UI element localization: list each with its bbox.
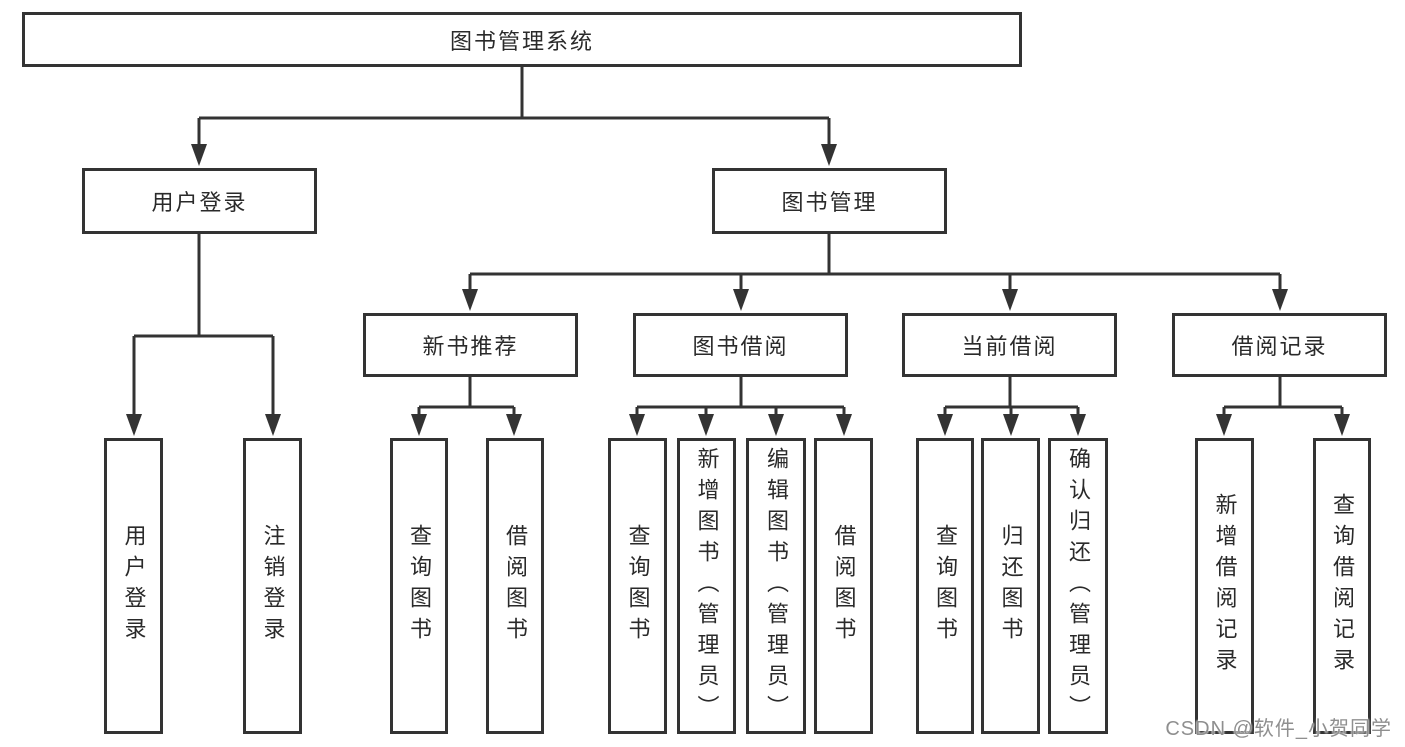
arrow-down-icon — [411, 414, 427, 436]
connector-current-borrowing-branch — [943, 375, 1080, 416]
leaf-nbr-borrow-books-label: 借阅图书 — [503, 524, 528, 648]
leaf-cb-confirm-return-admin: 确认归还（管理员） — [1048, 438, 1108, 734]
arrow-down-icon — [1002, 289, 1018, 311]
connector-user-login-branch — [132, 234, 275, 416]
arrow-down-icon — [821, 144, 837, 166]
node-current-borrowing: 当前借阅 — [902, 313, 1117, 377]
arrow-down-icon — [629, 414, 645, 436]
connector-book-management-branch — [468, 234, 1282, 291]
leaf-nbr-query-books: 查询图书 — [390, 438, 448, 734]
node-root: 图书管理系统 — [22, 12, 1022, 67]
connector-new-book-rec-branch — [417, 375, 516, 416]
connector-root-to-level2 — [197, 67, 831, 146]
connector-paths — [132, 67, 1344, 416]
leaf-br-query-borrow-record-label: 查询借阅记录 — [1330, 493, 1355, 679]
arrow-down-icon — [1003, 414, 1019, 436]
node-book-management: 图书管理 — [712, 168, 947, 234]
arrow-down-icon — [1334, 414, 1350, 436]
leaf-user-login: 用户登录 — [104, 438, 163, 734]
leaf-cb-confirm-return-admin-label: 确认归还（管理员） — [1066, 446, 1091, 726]
leaf-cb-return-books-label: 归还图书 — [998, 524, 1024, 648]
arrow-down-icon — [1070, 414, 1086, 436]
connector-borrowing-records-branch — [1222, 375, 1344, 416]
csdn-watermark: CSDN @软件_小贺同学 — [1165, 718, 1392, 740]
leaf-bb-borrow-books: 借阅图书 — [814, 438, 873, 734]
node-new-book-recommend: 新书推荐 — [363, 313, 578, 377]
arrow-down-icon — [265, 414, 281, 436]
leaf-nbr-borrow-books: 借阅图书 — [486, 438, 544, 734]
leaf-cb-return-books: 归还图书 — [981, 438, 1040, 734]
arrow-down-icon — [462, 289, 478, 311]
node-root-label: 图书管理系统 — [449, 28, 594, 54]
arrow-down-icon — [768, 414, 784, 436]
node-book-management-label: 图书管理 — [781, 190, 878, 215]
leaf-bb-edit-book-admin: 编辑图书（管理员） — [746, 438, 806, 734]
node-new-book-recommend-label: 新书推荐 — [422, 334, 519, 359]
leaf-user-login-label: 用户登录 — [121, 524, 147, 648]
node-borrowing-records-label: 借阅记录 — [1231, 334, 1328, 359]
node-book-borrowing: 图书借阅 — [633, 313, 848, 377]
arrow-down-icon — [506, 414, 522, 436]
arrow-down-icon — [698, 414, 714, 436]
connector-book-borrowing-branch — [635, 375, 846, 416]
leaf-br-add-borrow-record: 新增借阅记录 — [1195, 438, 1254, 734]
leaf-bb-query-books: 查询图书 — [608, 438, 667, 734]
leaf-cb-query-books-label: 查询图书 — [933, 524, 958, 648]
leaf-bb-edit-book-admin-label: 编辑图书（管理员） — [764, 446, 789, 726]
leaf-bb-borrow-books-label: 借阅图书 — [831, 524, 857, 648]
node-current-borrowing-label: 当前借阅 — [961, 334, 1058, 359]
leaf-bb-query-books-label: 查询图书 — [625, 524, 651, 648]
arrow-down-icon — [836, 414, 852, 436]
arrow-down-icon — [126, 414, 142, 436]
arrow-down-icon — [191, 144, 207, 166]
leaf-br-query-borrow-record: 查询借阅记录 — [1313, 438, 1371, 734]
leaf-logout-label: 注销登录 — [260, 524, 286, 648]
node-borrowing-records: 借阅记录 — [1172, 313, 1387, 377]
arrow-down-icon — [1216, 414, 1232, 436]
arrow-down-icon — [937, 414, 953, 436]
leaf-nbr-query-books-label: 查询图书 — [407, 524, 432, 648]
arrow-down-icon — [1272, 289, 1288, 311]
arrow-down-icon — [733, 289, 749, 311]
node-user-login-label: 用户登录 — [151, 190, 248, 215]
leaf-br-add-borrow-record-label: 新增借阅记录 — [1212, 493, 1238, 679]
leaf-bb-add-book-admin: 新增图书（管理员） — [677, 438, 736, 734]
leaf-cb-query-books: 查询图书 — [916, 438, 974, 734]
node-user-login: 用户登录 — [82, 168, 317, 234]
leaf-bb-add-book-admin-label: 新增图书（管理员） — [694, 446, 720, 726]
arrowheads — [126, 144, 1350, 436]
node-book-borrowing-label: 图书借阅 — [692, 334, 789, 359]
leaf-logout: 注销登录 — [243, 438, 302, 734]
